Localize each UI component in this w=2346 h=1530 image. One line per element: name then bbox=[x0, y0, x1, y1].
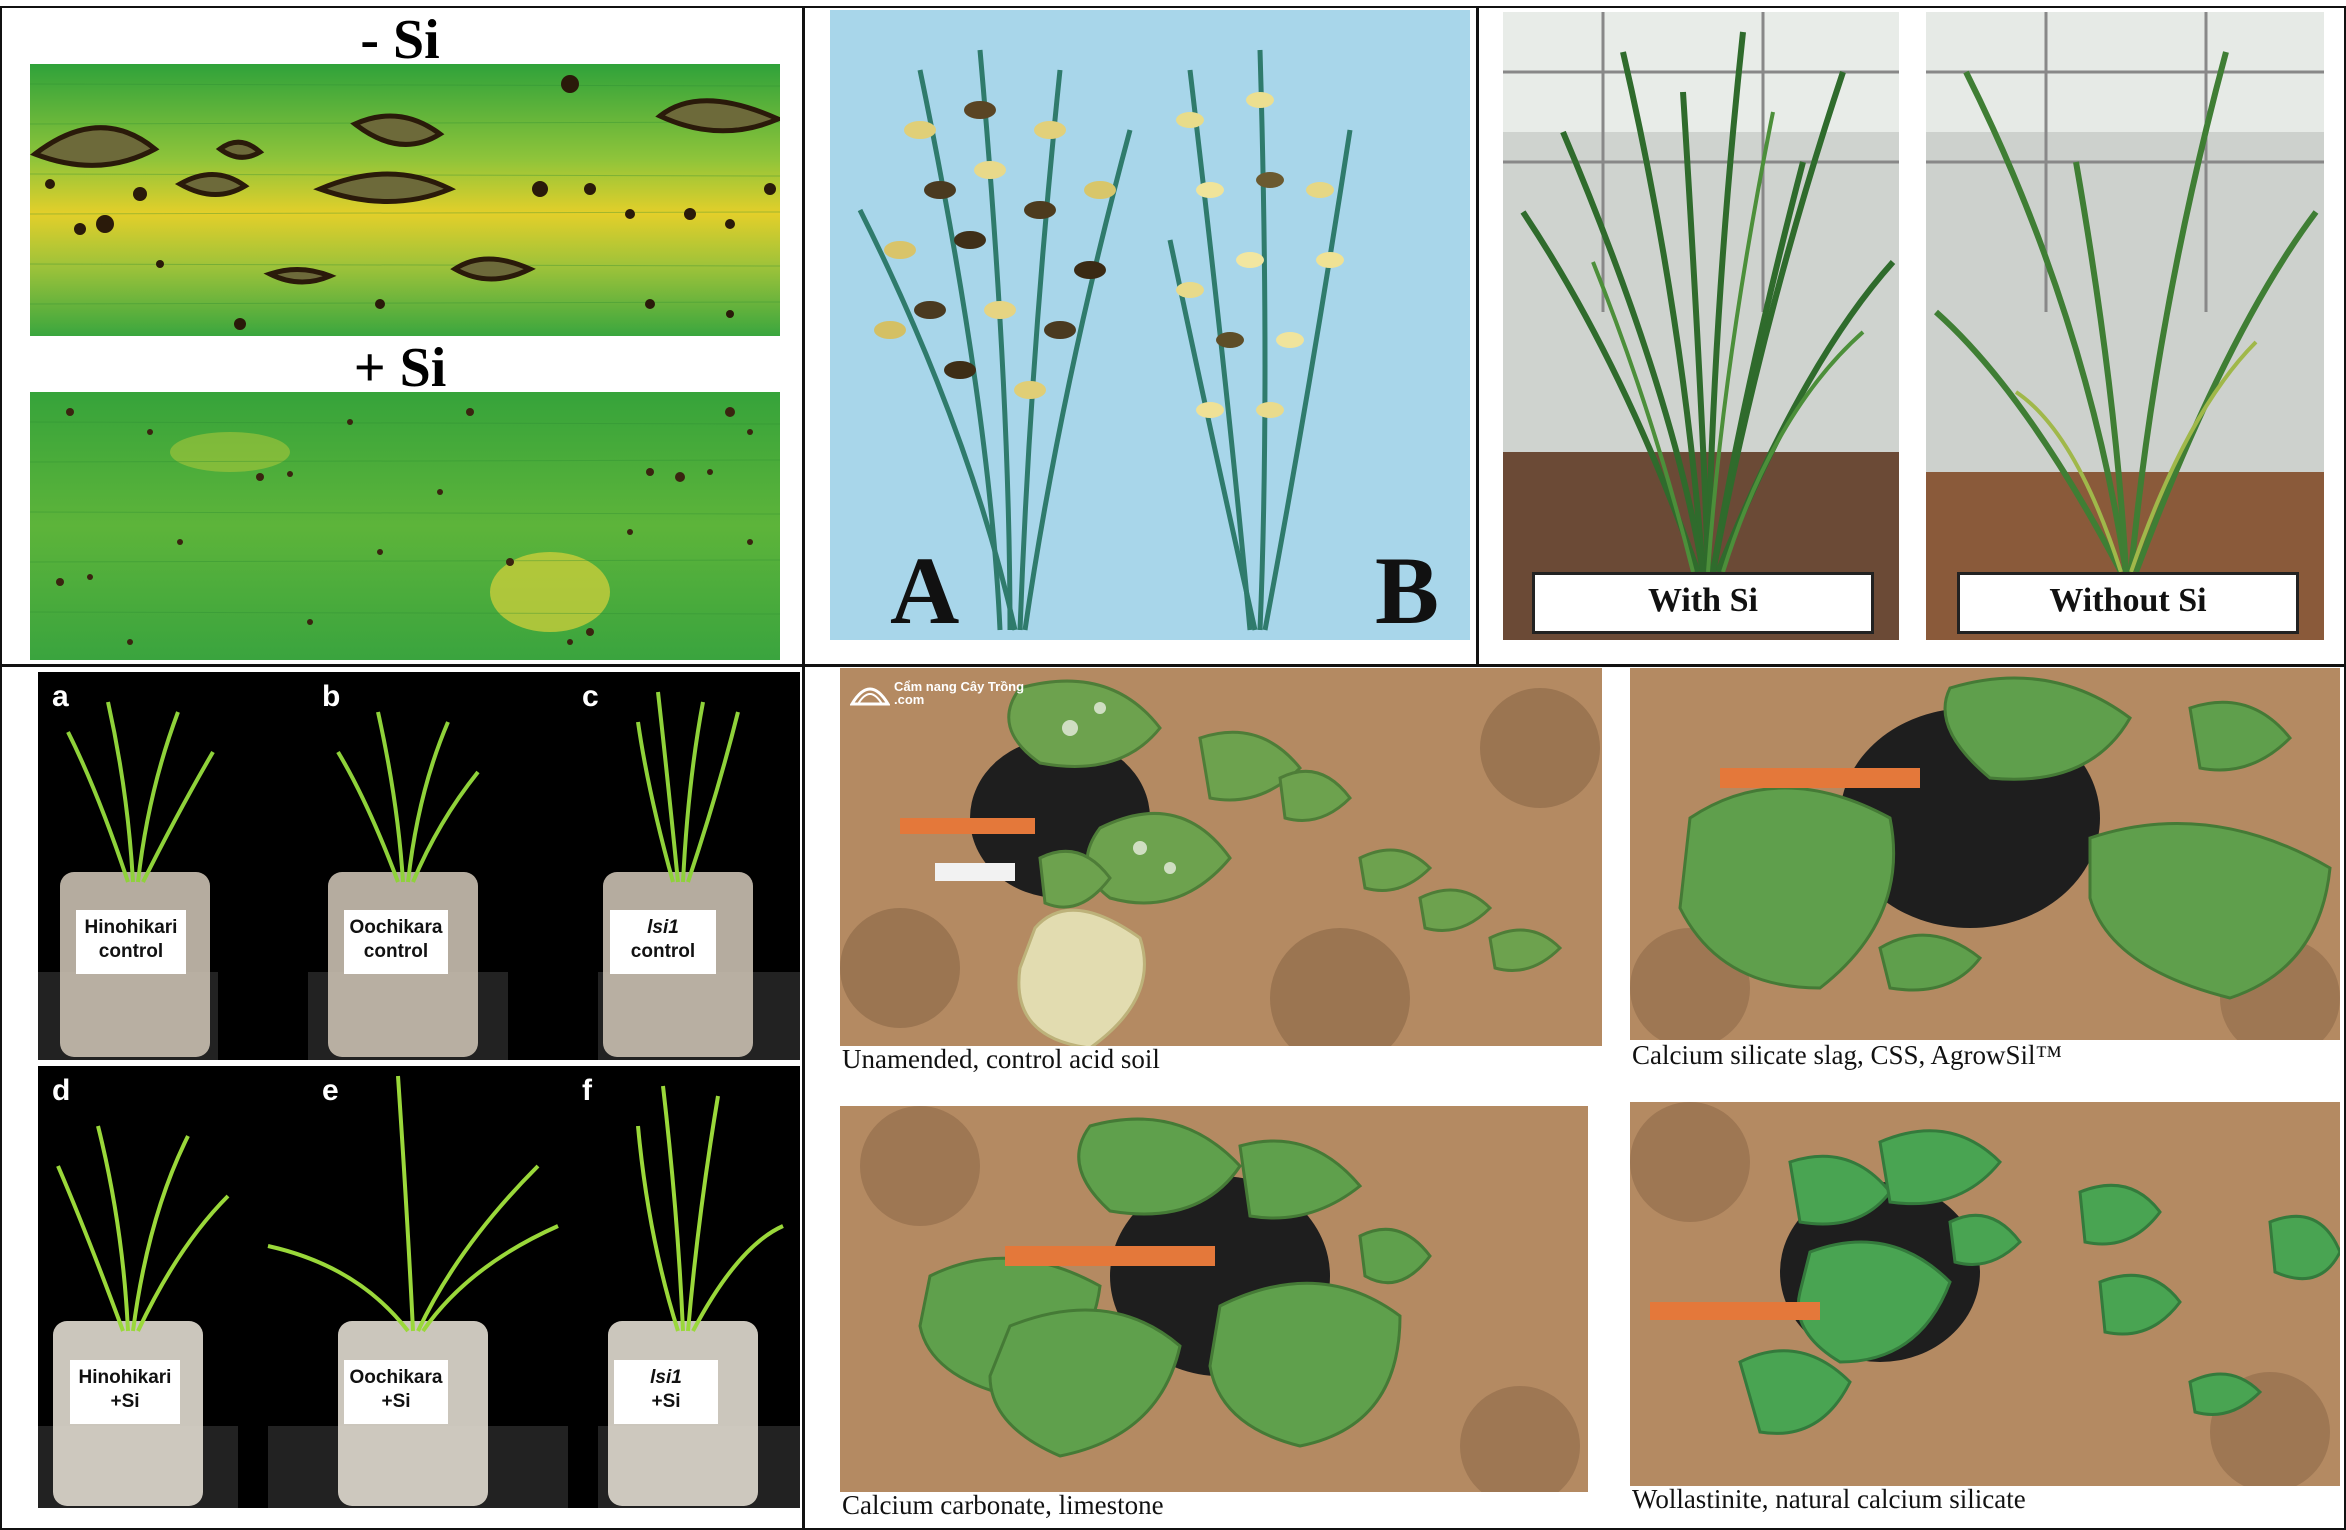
leaf-without-si-image bbox=[30, 64, 780, 336]
panicle-label-b: B bbox=[1375, 537, 1440, 640]
rice-without-si-image bbox=[1926, 12, 2324, 640]
caption-css: Calcium silicate slag, CSS, AgrowSil™ bbox=[1632, 1040, 2062, 1070]
logo-icon bbox=[850, 678, 890, 708]
jar-label-oochikara-si: Oochikara+Si bbox=[344, 1360, 448, 1424]
squash-wollastonite-image bbox=[1630, 1102, 2340, 1486]
caption-control: Unamended, control acid soil bbox=[842, 1044, 1160, 1074]
jar-label-lsi1-si: lsi1+Si bbox=[614, 1360, 718, 1424]
hydro-letter-d: d bbox=[52, 1074, 71, 1107]
caption-wollastonite: Wollastinite, natural calcium silicate bbox=[1632, 1484, 2026, 1514]
panicle-image: A B bbox=[830, 10, 1470, 640]
squash-css-image bbox=[1630, 668, 2340, 1040]
col-divider-1 bbox=[802, 6, 805, 1530]
caption-limestone: Calcium carbonate, limestone bbox=[842, 1490, 1164, 1520]
panicle-label-a: A bbox=[890, 537, 960, 640]
hydro-letter-c: c bbox=[582, 680, 599, 713]
col-divider-2 bbox=[1476, 6, 1479, 664]
squash-control-image: Cẩm nang Cây Trồng .com bbox=[840, 668, 1602, 1046]
row-divider bbox=[0, 664, 2346, 667]
rice-with-si-image bbox=[1503, 12, 1899, 640]
hydroponic-top-image bbox=[38, 672, 800, 1060]
leaf-with-si-image bbox=[30, 392, 780, 660]
squash-limestone-image bbox=[840, 1106, 1588, 1492]
hydro-letter-b: b bbox=[322, 680, 341, 713]
without-si-label: Without Si bbox=[1957, 572, 2299, 634]
minus-si-label: - Si bbox=[360, 9, 440, 71]
jar-label-hinohikari-si: Hinohikari+Si bbox=[70, 1360, 180, 1424]
with-si-label: With Si bbox=[1532, 572, 1874, 634]
hydroponic-bottom-image bbox=[38, 1066, 800, 1508]
hydro-letter-e: e bbox=[322, 1074, 339, 1107]
hydro-letter-a: a bbox=[52, 680, 69, 713]
logo-text: Cẩm nang Cây Trồng .com bbox=[894, 679, 1025, 707]
hydro-letter-f: f bbox=[582, 1074, 592, 1107]
plus-si-label: + Si bbox=[353, 337, 447, 399]
